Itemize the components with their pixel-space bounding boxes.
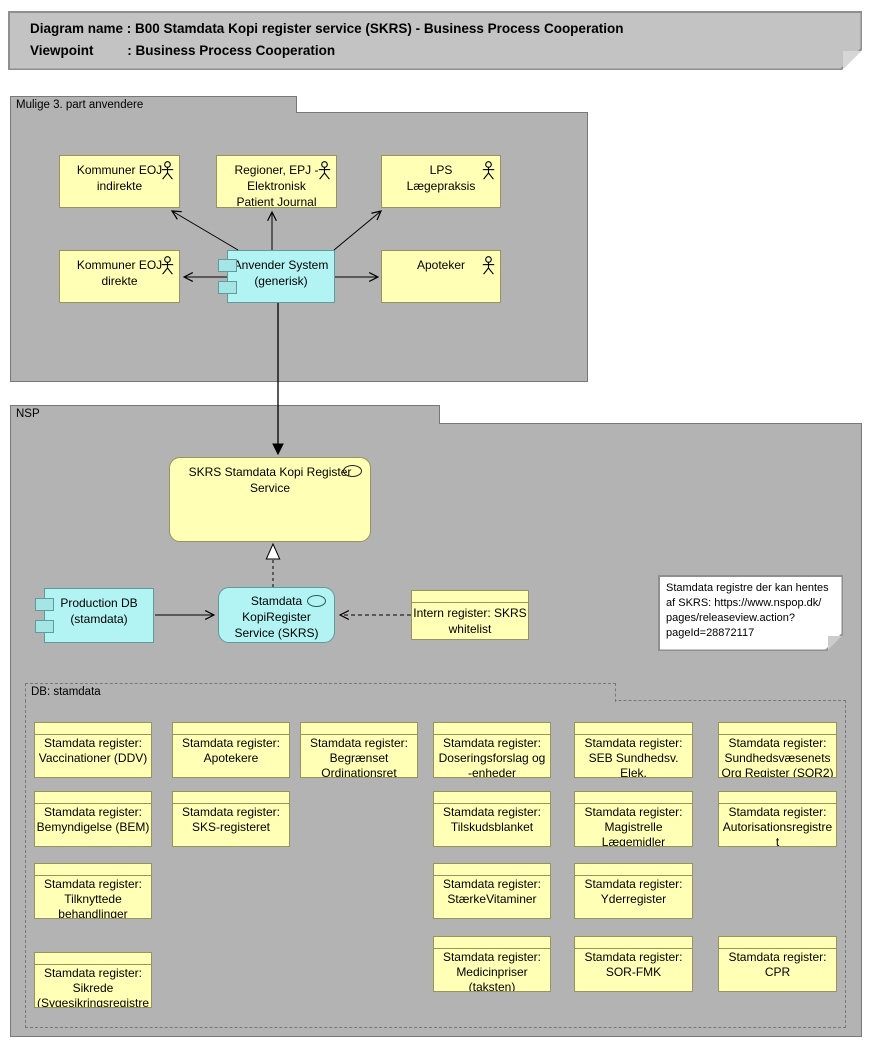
object-header-strip: [173, 723, 289, 735]
group-tab-third-party[interactable]: Mulige 3. part anvendere: [10, 96, 297, 113]
group-body-third-party[interactable]: [10, 112, 588, 382]
register-box-tilknyttede-behandlinger[interactable]: Stamdata register: Tilknyttede behandlin…: [34, 863, 152, 919]
register-box-cpr[interactable]: Stamdata register: CPR: [718, 936, 837, 992]
register-label: Stamdata register: Apotekere: [181, 736, 281, 765]
object-header-strip: [35, 723, 151, 735]
register-box-seb-brugerstyring[interactable]: Stamdata register: SEB Sundhedsv. Elek. …: [574, 722, 693, 778]
register-box-doseringsforslag[interactable]: Stamdata register: Doseringsforslag og -…: [433, 722, 551, 778]
service-label: SKRS Stamdata Kopi Register Service: [188, 465, 352, 495]
actor-label: Regioner, EPJ - Elektronisk Patient Jour…: [234, 163, 319, 209]
service-stamdata-kopiregister[interactable]: Stamdata KopiRegister Service (SKRS): [218, 587, 335, 643]
actor-kommuner-eoj-direkte[interactable]: Kommuner EOJ direkte: [59, 250, 180, 303]
register-box-sks-registeret[interactable]: Stamdata register: SKS-registeret: [172, 791, 290, 847]
actor-icon: [482, 161, 495, 180]
object-header-strip: [719, 937, 836, 949]
register-box-vaccinationer[interactable]: Stamdata register: Vaccinationer (DDV): [34, 722, 152, 778]
note-fold: [843, 51, 862, 70]
register-box-magistrelle[interactable]: Stamdata register: Magistrelle Lægemidle…: [574, 791, 693, 847]
actor-label: Kommuner EOJ indirekte: [76, 163, 163, 193]
object-header-strip: [575, 937, 692, 949]
register-box-tilskudsblanket[interactable]: Stamdata register: Tilskudsblanket: [433, 791, 551, 847]
object-label: Intern register: SKRS whitelist: [413, 606, 527, 636]
component-label: Production DB (stamdata): [60, 596, 138, 626]
register-label: Stamdata register: Yderregister: [584, 877, 683, 906]
register-label: Stamdata register: Autorisationsregistre…: [722, 805, 833, 847]
object-header-strip: [575, 792, 692, 804]
register-box-sikrede[interactable]: Stamdata register: Sikrede (Sygesikrings…: [34, 952, 152, 1008]
register-label: Stamdata register: Tilknyttede behandlin…: [43, 877, 143, 919]
actor-lps-laegepraksis[interactable]: LPS Lægepraksis: [381, 155, 501, 208]
object-header-strip: [434, 792, 550, 804]
actor-regioner-epj[interactable]: Regioner, EPJ - Elektronisk Patient Jour…: [216, 155, 337, 209]
service-icon: [343, 465, 362, 477]
object-header-strip: [575, 864, 692, 876]
component-production-db[interactable]: Production DB (stamdata): [35, 588, 154, 643]
register-label: Stamdata register: SKS-registeret: [181, 805, 281, 834]
service-icon: [307, 595, 326, 607]
register-box-autorisationsregistret[interactable]: Stamdata register: Autorisationsregistre…: [718, 791, 837, 847]
object-header-strip: [412, 591, 528, 603]
object-header-strip: [434, 723, 550, 735]
register-label: Stamdata register: CPR: [728, 950, 827, 979]
register-label: Stamdata register: SEB Sundhedsv. Elek. …: [584, 736, 683, 778]
group-tab-nsp[interactable]: NSP: [10, 405, 440, 424]
object-intern-register-whitelist[interactable]: Intern register: SKRS whitelist: [411, 590, 529, 640]
object-header-strip: [719, 723, 836, 735]
register-box-sor2[interactable]: Stamdata register: Sundhedsvæsenets Org …: [718, 722, 837, 778]
register-label: Stamdata register: Bemyndigelse (BEM): [36, 805, 150, 834]
register-box-medicinpriser[interactable]: Stamdata register: Medicinpriser (takste…: [433, 936, 551, 992]
register-label: Stamdata register: Doseringsforslag og -…: [438, 736, 546, 778]
object-header-strip: [575, 723, 692, 735]
component-label: Anvender System (generisk): [233, 258, 329, 288]
note-text: Stamdata registre der kan hentes af SKRS…: [666, 582, 829, 639]
component-icon: [218, 281, 237, 294]
object-header-strip: [35, 864, 151, 876]
register-label: Stamdata register: SOR-FMK: [584, 950, 683, 979]
diagram-title-line2: Viewpoint : Business Process Cooperation: [30, 43, 336, 58]
component-icon: [35, 620, 54, 633]
actor-label: LPS Lægepraksis: [406, 163, 476, 193]
register-label: Stamdata register: Magistrelle Lægemidle…: [584, 805, 683, 847]
actor-label: Kommuner EOJ direkte: [76, 258, 163, 288]
service-label: Stamdata KopiRegister Service (SKRS): [234, 594, 319, 640]
register-label: Stamdata register: Vaccinationer (DDV): [38, 736, 148, 765]
register-box-sor-fmk[interactable]: Stamdata register: SOR-FMK: [574, 936, 693, 992]
object-header-strip: [719, 792, 836, 804]
group-label-db-stamdata: DB: stamdata: [31, 686, 101, 698]
actor-icon: [161, 161, 174, 180]
group-tab-db-stamdata[interactable]: DB: stamdata: [25, 683, 616, 702]
register-label: Stamdata register: Medicinpriser (takste…: [442, 950, 542, 992]
actor-icon: [161, 256, 174, 275]
object-header-strip: [434, 864, 550, 876]
actor-icon: [482, 256, 495, 275]
component-icon: [218, 259, 237, 272]
register-box-staerkevitaminer[interactable]: Stamdata register: StærkeVitaminer: [433, 863, 551, 919]
component-icon: [35, 598, 54, 611]
register-box-begraenset-ordinationsret[interactable]: Stamdata register: Begrænset Ordinations…: [300, 722, 418, 778]
group-label-third-party: Mulige 3. part anvendere: [16, 99, 144, 111]
actor-icon: [318, 161, 331, 180]
register-label: Stamdata register: Tilskudsblanket: [442, 805, 542, 834]
object-header-strip: [35, 953, 151, 965]
register-box-apotekere[interactable]: Stamdata register: Apotekere: [172, 722, 290, 778]
register-box-yderregister[interactable]: Stamdata register: Yderregister: [574, 863, 693, 919]
object-header-strip: [434, 937, 550, 949]
object-header-strip: [173, 792, 289, 804]
component-anvender-system[interactable]: Anvender System (generisk): [218, 250, 335, 303]
actor-apoteker[interactable]: Apoteker: [381, 250, 501, 303]
group-label-nsp: NSP: [16, 408, 40, 420]
register-box-bemyndigelse[interactable]: Stamdata register: Bemyndigelse (BEM): [34, 791, 152, 847]
service-skrs-stamdata-kopi-register[interactable]: SKRS Stamdata Kopi Register Service: [169, 457, 371, 542]
object-header-strip: [301, 723, 417, 735]
diagram-title-line1: Diagram name : B00 Stamdata Kopi registe…: [30, 21, 624, 36]
register-label: Stamdata register: Sikrede (Sygesikrings…: [36, 966, 150, 1008]
actor-label: Apoteker: [416, 258, 466, 272]
register-label: Stamdata register: Sundhedsvæsenets Org …: [721, 736, 834, 778]
object-header-strip: [35, 792, 151, 804]
register-label: Stamdata register: Begrænset Ordinations…: [309, 736, 409, 778]
actor-kommuner-eoj-indirekte[interactable]: Kommuner EOJ indirekte: [59, 155, 180, 208]
register-label: Stamdata register: StærkeVitaminer: [442, 877, 542, 906]
